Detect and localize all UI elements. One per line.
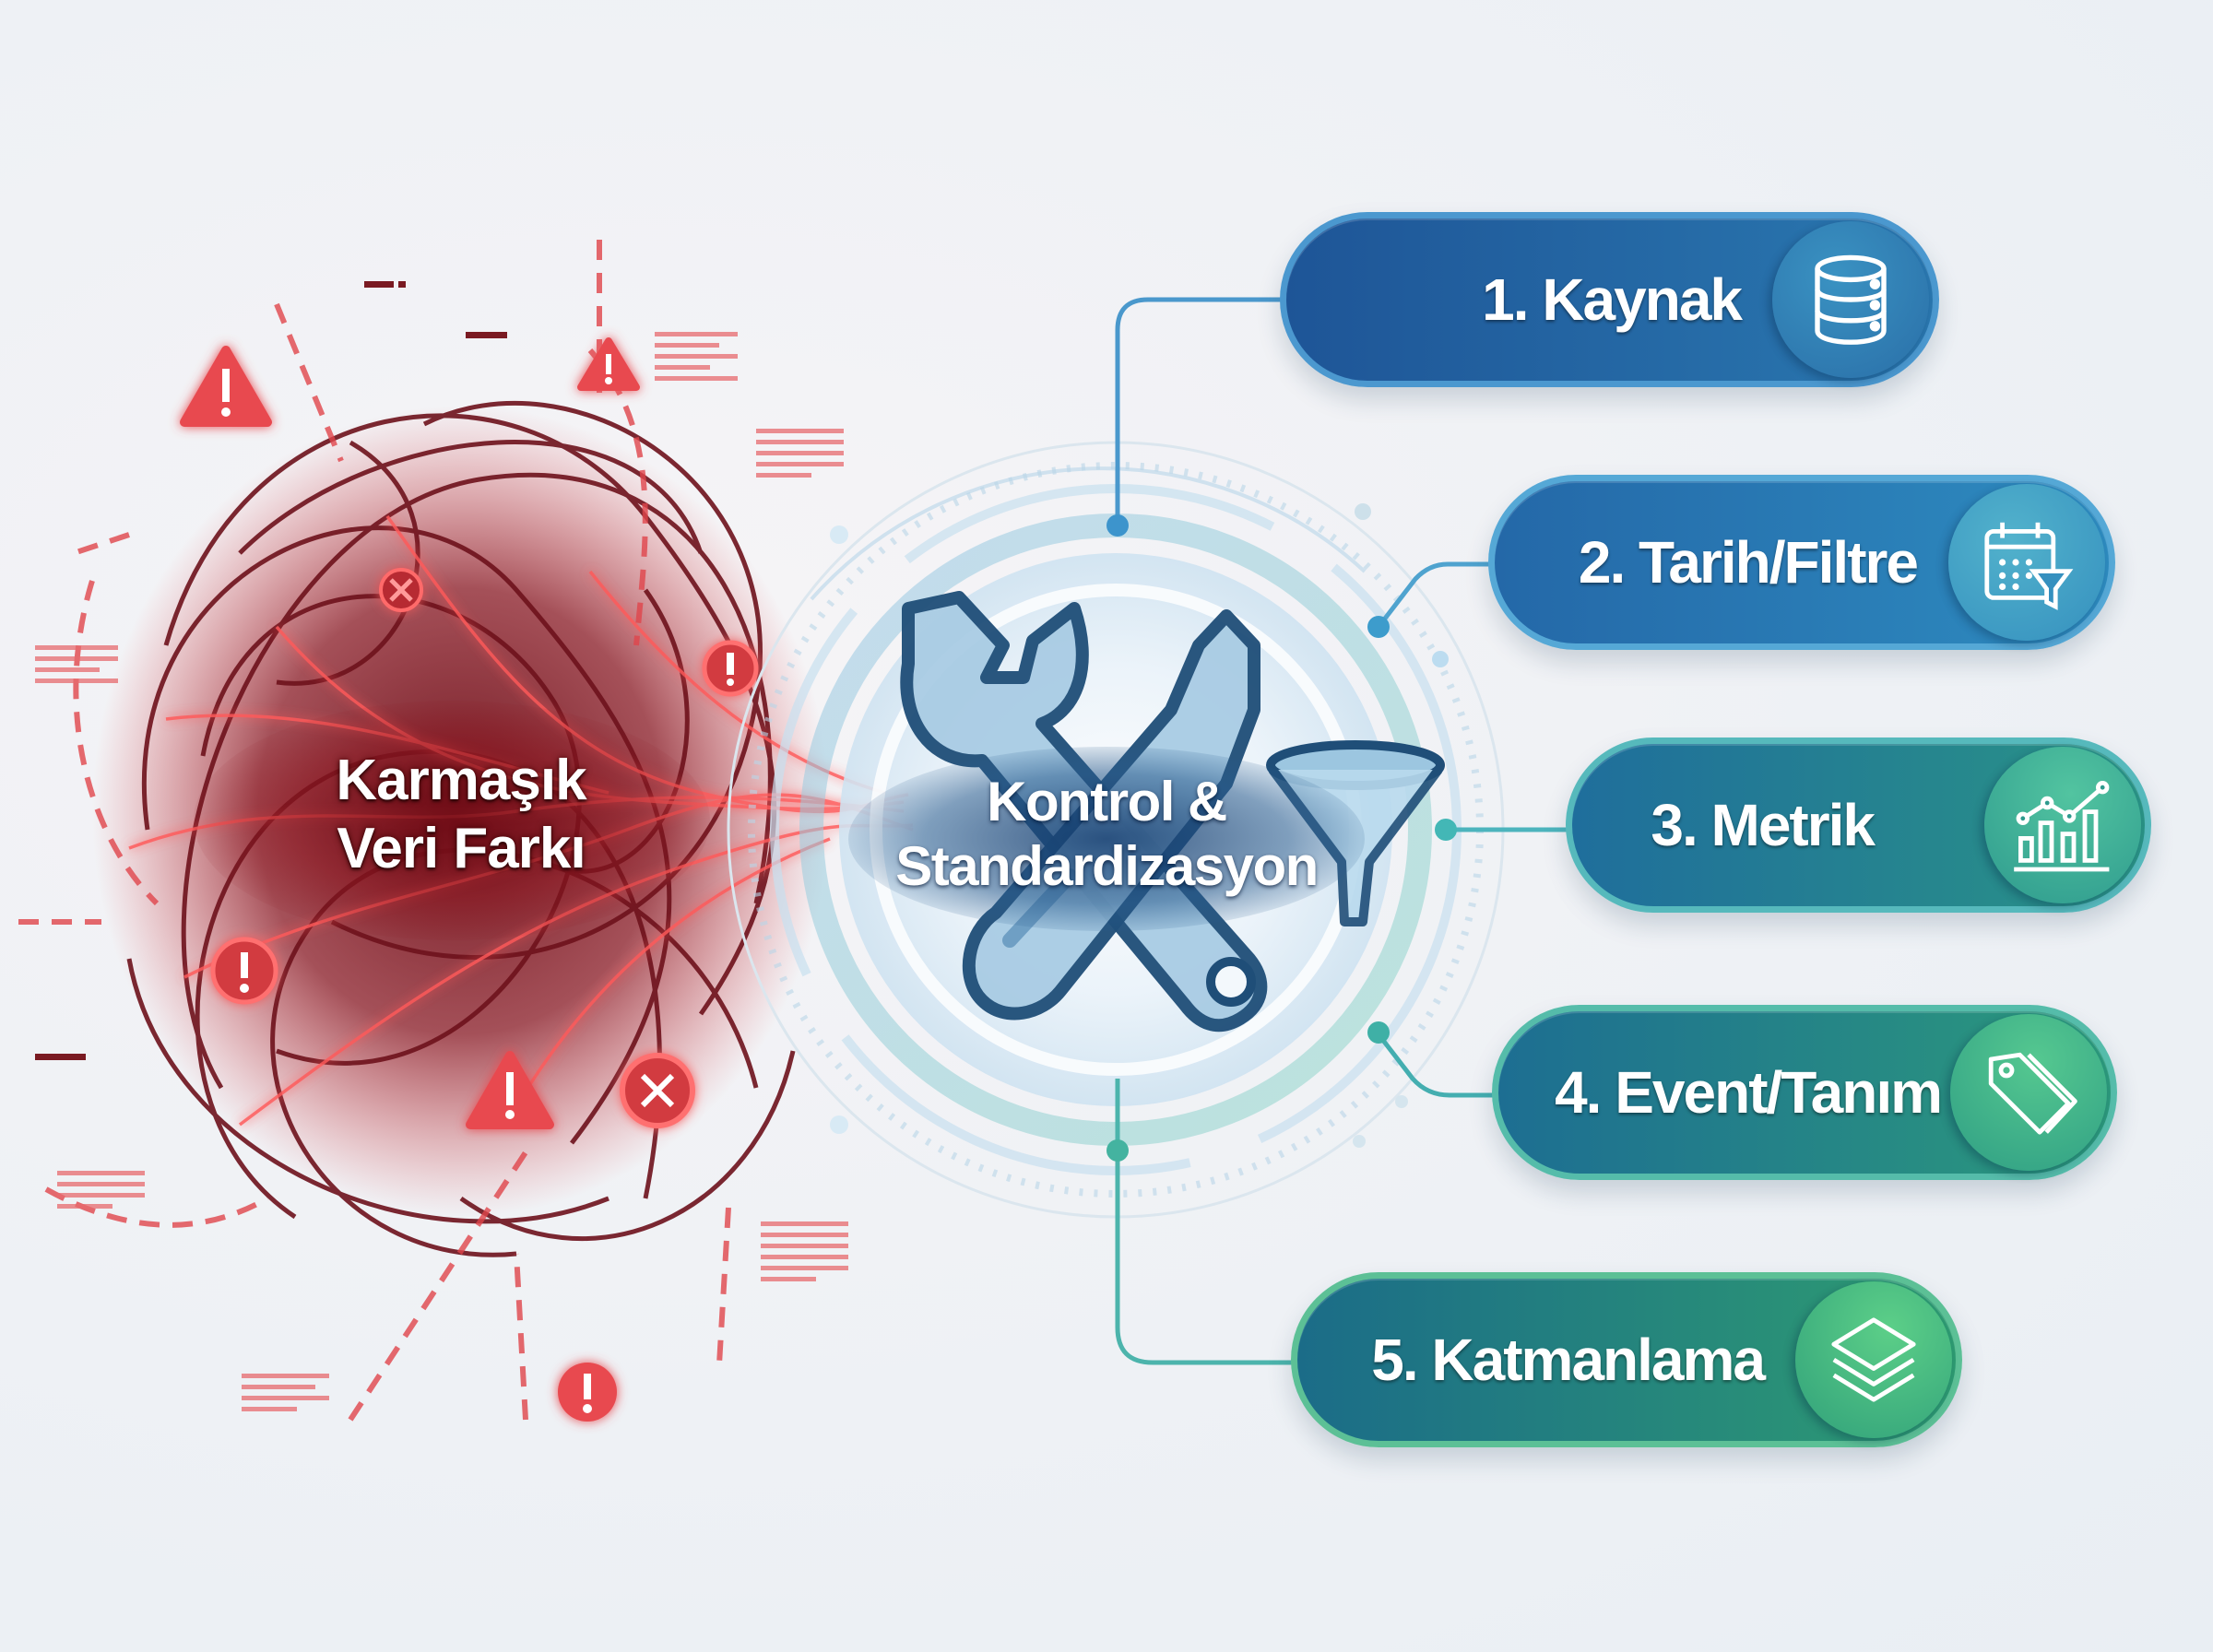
hub-title-line1: Kontrol & xyxy=(987,771,1227,832)
connector-lines xyxy=(1115,297,1568,1365)
alert-circle-icon xyxy=(210,937,278,1005)
error-circle-x-icon xyxy=(379,568,423,612)
step-katmanlama[interactable]: 5. Katmanlama xyxy=(1291,1272,1962,1447)
step-label: 1. Kaynak xyxy=(1482,266,1743,333)
step-kaynak[interactable]: 1. Kaynak xyxy=(1280,212,1939,387)
alert-circle-icon xyxy=(558,1363,617,1422)
tags-icon xyxy=(1950,1014,2107,1171)
alert-icons xyxy=(180,337,759,1422)
step-event-tanim[interactable]: 4. Event/Tanım xyxy=(1492,1005,2117,1180)
warning-triangle-icon xyxy=(466,1051,554,1129)
step-label: 3. Metrik xyxy=(1651,792,1876,858)
chaos-title-line1: Karmaşık xyxy=(336,749,586,812)
bar-line-chart-icon xyxy=(1984,747,2141,903)
log-text-fragments xyxy=(35,332,848,1411)
step-label: 5. Katmanlama xyxy=(1371,1327,1766,1393)
connector-nodes xyxy=(1106,514,1457,1162)
alert-circle-icon xyxy=(702,640,759,697)
warning-triangle-icon xyxy=(180,346,272,427)
chaos-title-line2: Veri Farkı xyxy=(337,817,586,880)
chaos-label-glow xyxy=(194,701,710,940)
chaos-title: Karmaşık Veri Farkı xyxy=(277,747,645,883)
database-icon xyxy=(1772,221,1929,378)
step-label: 4. Event/Tanım xyxy=(1555,1059,1943,1126)
hub-label-glow xyxy=(848,747,1365,931)
calendar-filter-icon xyxy=(1948,484,2105,641)
hub-title-line2: Standardizasyon xyxy=(895,835,1319,897)
step-tarih-filtre[interactable]: 2. Tarih/Filtre xyxy=(1488,475,2115,650)
layers-icon xyxy=(1795,1281,1952,1438)
warning-triangle-icon xyxy=(577,337,640,391)
hub-title: Kontrol & Standardizasyon xyxy=(858,770,1355,899)
step-metrik[interactable]: 3. Metrik xyxy=(1566,738,2151,913)
error-circle-x-icon xyxy=(620,1053,695,1128)
step-label: 2. Tarih/Filtre xyxy=(1578,529,1919,596)
